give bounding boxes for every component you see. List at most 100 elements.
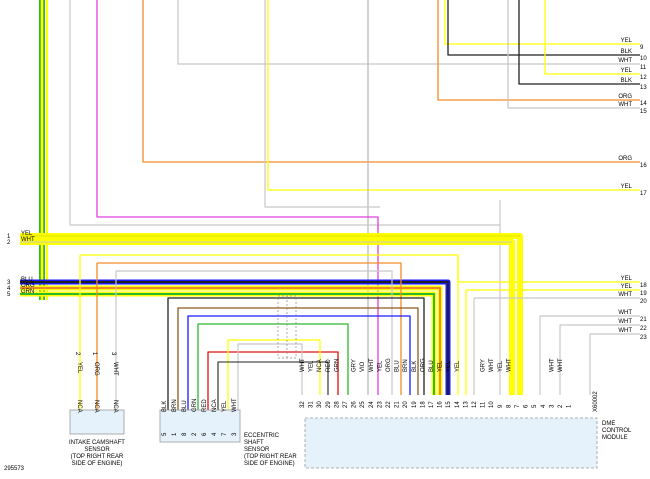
dme-pin-number: 20 [403, 401, 409, 408]
right-wire-color: BLK [621, 49, 632, 55]
dme-pin-color: BLK [412, 361, 418, 372]
left-wire-number: 2 [7, 240, 11, 246]
wire-10 [447, 0, 640, 56]
left-wire-number: 1 [7, 234, 11, 240]
dme-pin-number: 11 [481, 401, 487, 408]
dme-pin-number: 2 [558, 404, 564, 408]
wire-17 [267, 0, 640, 191]
dme-pin-number: 4 [541, 404, 547, 408]
dme-pin-number: 8 [506, 404, 512, 408]
ecc-pin-number: 2 [192, 432, 198, 436]
ecc-pin-number: 3 [232, 432, 238, 436]
dme-pin-color: YEL [309, 360, 315, 372]
right-wire-number: 11 [640, 65, 647, 71]
wire-22 [559, 324, 640, 395]
dme-pin-color: GRY [352, 359, 358, 372]
right-wire-color: ORG [618, 156, 632, 162]
dme-pin-color: BLU [395, 360, 401, 372]
right-wire-number: 18 [640, 283, 647, 289]
dme-label: MODULE [602, 435, 628, 441]
right-wire-number: 19 [640, 291, 647, 297]
right-wire-number: 9 [640, 45, 644, 51]
harness-row-5 [20, 293, 435, 395]
ecc-pin-color: WHT [232, 398, 238, 412]
intake-pin-nca: NCA [112, 400, 118, 413]
dme-pin-number: 1 [567, 404, 573, 408]
ecc-pin-color: RED [202, 399, 208, 412]
dme-pin-color: WHT [549, 358, 555, 372]
dme-pin-number: 30 [317, 401, 323, 408]
intake-label: SIDE OF ENGINE) [72, 461, 123, 467]
dme-pin-color: WHT [300, 358, 306, 372]
dme-pin-number: 19 [412, 401, 418, 408]
ecc-wht [237, 343, 303, 410]
wire-15 [507, 0, 640, 109]
eccentric-shaft-sensor [159, 409, 241, 443]
dme-pin-color: ORG [386, 358, 392, 372]
right-wire-number: 22 [640, 326, 647, 332]
left-wire-color: YEL [21, 231, 33, 237]
wire-23 [589, 333, 640, 395]
dme-pin-color: YEL [377, 360, 383, 372]
intake-pin-number: 1 [91, 352, 97, 356]
dme-pin-number: 14 [455, 401, 461, 408]
eccentric-label: (TOP RIGHT REAR [244, 454, 297, 460]
eccentric-label: SHAFT [244, 440, 264, 446]
intake-label: INTAKE CAMSHAFT [69, 440, 125, 446]
right-wire-color: YEL [621, 276, 633, 282]
ecc-pin-number: 4 [212, 432, 218, 436]
ecc-red [207, 351, 339, 410]
intake-pin-number: 2 [74, 352, 80, 356]
dme-pin-number: 31 [309, 401, 315, 408]
ecc-brn [177, 307, 419, 410]
dme-label: CONTROL [602, 428, 632, 434]
intake-camshaft-sensor [69, 409, 125, 435]
wire-16 [142, 0, 640, 163]
dme-pin-number: 18 [420, 401, 426, 408]
left-wire-color: ORG [21, 283, 35, 289]
dme-pin-color: GRN [334, 359, 340, 372]
wire-layer [20, 0, 640, 410]
harness-row-3-outer [20, 279, 451, 395]
intake-wht [116, 270, 393, 395]
right-wire-number: 15 [640, 109, 647, 115]
intake-pin-nca: NCA [76, 400, 82, 413]
intake-pin-nca: NCA [93, 400, 99, 413]
label-layer: YEL9BLK10WHT11YEL12BLK13ORG14WHT15ORG16Y… [7, 38, 647, 467]
intake-pin-color: ORG [93, 362, 99, 376]
ecc-pin-number: 7 [222, 432, 228, 436]
right-wire-color: ORG [618, 94, 632, 100]
intake-label: SENSOR [84, 447, 110, 453]
dme-pin-number: 32 [300, 401, 306, 408]
ecc-pin-color: BLK [162, 401, 168, 412]
dme-pin-color: NCA [317, 359, 323, 372]
left-wire-number: 3 [7, 280, 11, 286]
right-wire-color: BLK [621, 78, 632, 84]
right-wire-number: 12 [640, 75, 647, 81]
wire-wht-10 [69, 0, 501, 395]
ecc-grn [197, 323, 349, 410]
right-wire-number: 16 [640, 163, 647, 169]
right-wire-color: YEL [621, 68, 633, 74]
right-wire-number: 13 [640, 85, 647, 91]
dme-pin-number: 9 [498, 404, 504, 408]
ecc-blu [187, 315, 411, 410]
harness-row-3 [20, 281, 449, 395]
right-wire-number: 10 [640, 56, 647, 62]
dme-pin-number: 6 [524, 404, 530, 408]
ecc-pin-color: NCA [212, 399, 218, 412]
ecc-nca [217, 361, 329, 410]
intake-label: (TOP RIGHT REAR [71, 454, 124, 460]
dme-pin-color: YEL [438, 360, 444, 372]
wire-13 [518, 0, 640, 85]
harness-row-5-outer [20, 291, 437, 395]
dme-pin-color: GRY [481, 359, 487, 372]
dme-pin-number: 3 [549, 404, 555, 408]
right-wire-color: YEL [621, 284, 633, 290]
wire-vio-25 [96, 0, 379, 395]
harness-row-4 [20, 287, 441, 395]
dme-pin-number: 10 [489, 401, 495, 408]
dme-pin-color: VIO [360, 361, 366, 372]
right-wire-number: 14 [640, 101, 647, 107]
